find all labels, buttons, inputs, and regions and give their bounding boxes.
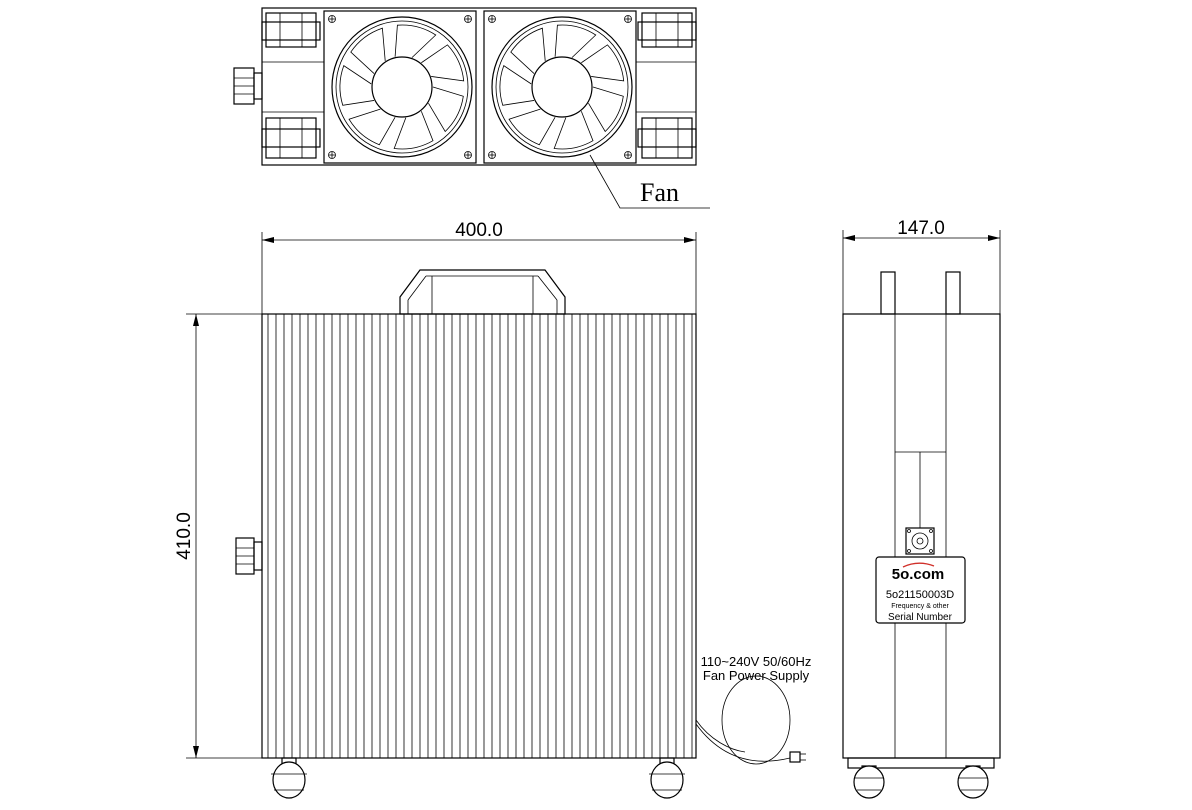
side-handle-post-left [880, 271, 896, 315]
side-caster-right [957, 765, 989, 799]
width-dimension: 400.0 [261, 220, 697, 314]
front-connector [235, 537, 263, 575]
fan-icon [323, 10, 477, 164]
top-view: Fan [233, 7, 710, 209]
nameplate-serial: Serial Number [888, 612, 953, 623]
nameplate: 5o.com 5o21150003D Frequency & other Ser… [875, 556, 966, 624]
height-dimension-label: 410.0 [174, 512, 195, 560]
top-handle-tr [637, 12, 697, 48]
nameplate-model: 5o21150003D [886, 589, 954, 601]
side-caster-left [853, 765, 885, 799]
side-view: 147.0 5o.com 5o21150003D Frequency & oth… [842, 218, 1001, 799]
fan-icon [483, 10, 637, 164]
front-handle [399, 269, 566, 315]
front-caster-left [271, 757, 307, 799]
depth-dimension: 147.0 [842, 218, 1001, 314]
fan-leader: Fan [589, 154, 710, 209]
side-body [842, 313, 1001, 759]
logo-swoosh-icon [902, 562, 935, 568]
top-handle-tl [261, 12, 321, 48]
top-handle-bl [261, 117, 321, 159]
heatsink-body [261, 313, 697, 759]
power-note-line1: 110~240V 50/60Hz [701, 654, 812, 669]
nameplate-frequency: Frequency & other [891, 603, 949, 610]
height-dimension: 410.0 [174, 313, 262, 759]
front-caster-right [649, 757, 685, 799]
top-handle-br [637, 117, 697, 159]
depth-dimension-label: 147.0 [897, 218, 945, 239]
nameplate-logo: 5o.com [892, 566, 945, 583]
power-note-line2: Fan Power Supply [703, 668, 810, 683]
top-connector [233, 67, 263, 105]
side-base [847, 757, 995, 769]
front-view: 400.0 410.0 [174, 220, 812, 799]
fans-group [323, 10, 637, 164]
fan-label: Fan [640, 178, 679, 207]
heatsink-fins [267, 314, 693, 758]
width-dimension-label: 400.0 [455, 220, 503, 241]
fan-power-cord: 110~240V 50/60Hz Fan Power Supply [695, 654, 812, 765]
rf-connector [905, 527, 935, 555]
side-handle-post-right [945, 271, 961, 315]
